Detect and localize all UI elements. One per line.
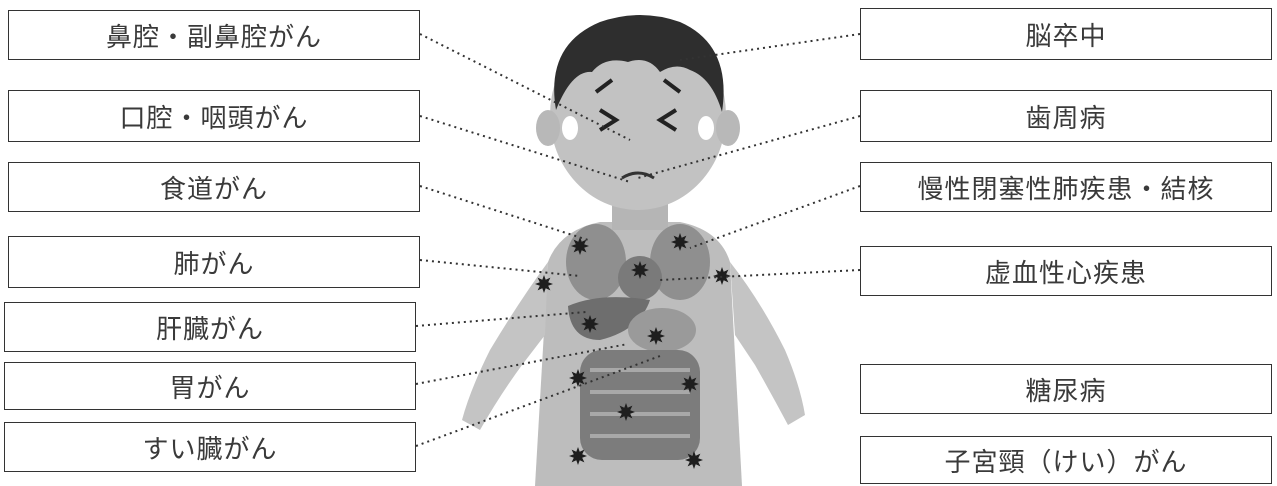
label-esophageal-cancer: 食道がん (8, 162, 420, 212)
connector-pancreas (416, 356, 660, 446)
connector-nasal (420, 34, 630, 140)
label-diabetes: 糖尿病 (860, 364, 1272, 414)
connector-esophagus (420, 186, 588, 240)
label-ischemic-heart-disease: 虚血性心疾患 (860, 246, 1272, 296)
connector-copd (690, 186, 860, 248)
label-nasal-cancer: 鼻腔・副鼻腔がん (8, 10, 420, 60)
label-lung-cancer: 肺がん (8, 236, 420, 288)
label-liver-cancer: 肝臓がん (4, 302, 416, 352)
label-stroke: 脳卒中 (860, 8, 1272, 60)
connector-ischemic (660, 270, 860, 280)
connector-periodontal (638, 116, 860, 178)
label-oral-pharyngeal-cancer: 口腔・咽頭がん (8, 90, 420, 142)
connector-liver (416, 312, 586, 326)
label-periodontal-disease: 歯周病 (860, 90, 1272, 142)
label-pancreatic-cancer: すい臓がん (4, 422, 416, 472)
connector-oral (420, 116, 630, 182)
label-stomach-cancer: 胃がん (4, 362, 416, 410)
connector-stroke (680, 34, 860, 60)
connector-stomach (416, 344, 628, 384)
label-cervical-cancer: 子宮頸（けい）がん (860, 436, 1272, 484)
connector-lung (420, 260, 580, 276)
label-copd-tuberculosis: 慢性閉塞性肺疾患・結核 (860, 162, 1272, 212)
